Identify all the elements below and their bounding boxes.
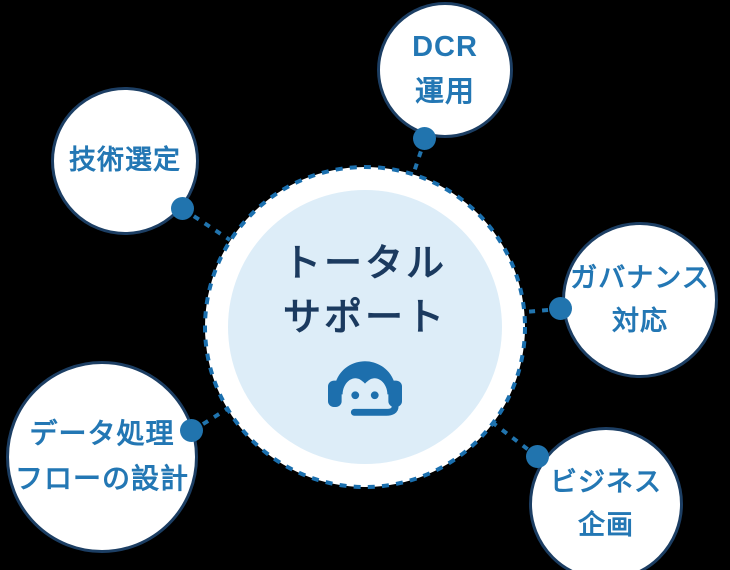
center-label-line2: サポート (282, 296, 447, 339)
left-eye-dot (351, 391, 360, 400)
connector-line-dcr (411, 138, 427, 176)
node-dcr-operation: DCR 運用 (377, 2, 513, 138)
headset-hair-shape (333, 361, 397, 395)
headset-mic-boom (350, 402, 399, 417)
node-label: 対応 (612, 306, 668, 336)
center-node-total-support: トータル サポート (205, 165, 525, 489)
connector-line-tech (181, 207, 232, 242)
connector-dot-business (526, 445, 549, 468)
node-label: データ処理 (29, 418, 175, 450)
connector-dot-governance (549, 297, 572, 320)
node-label: ビジネス (550, 466, 662, 497)
connector-dot-dcr (413, 127, 436, 150)
node-technology-selection: 技術選定 (51, 87, 199, 235)
node-data-flow-design: データ処理 フローの設計 (6, 361, 198, 553)
connector-dot-dataflow (180, 419, 203, 442)
node-governance-response: ガバナンス 対応 (562, 222, 718, 378)
headset-left-earcup (328, 381, 342, 408)
connector-line-governance (523, 307, 562, 314)
center-label-line1: トータル (282, 242, 447, 285)
node-business-planning: ビジネス 企画 (529, 427, 683, 570)
connector-line-business (491, 421, 540, 459)
center-inner-circle (228, 190, 502, 464)
node-label: ガバナンス (570, 262, 710, 293)
node-label: 企画 (578, 510, 634, 540)
node-label: DCR (412, 31, 478, 64)
node-label: フローの設計 (14, 463, 189, 494)
headset-right-earcup (388, 381, 402, 408)
operator-headset-icon (328, 361, 402, 417)
node-label: 運用 (414, 76, 475, 108)
connector-dot-tech (171, 197, 194, 220)
right-eye-dot (370, 391, 379, 400)
node-label: 技術選定 (69, 145, 181, 176)
